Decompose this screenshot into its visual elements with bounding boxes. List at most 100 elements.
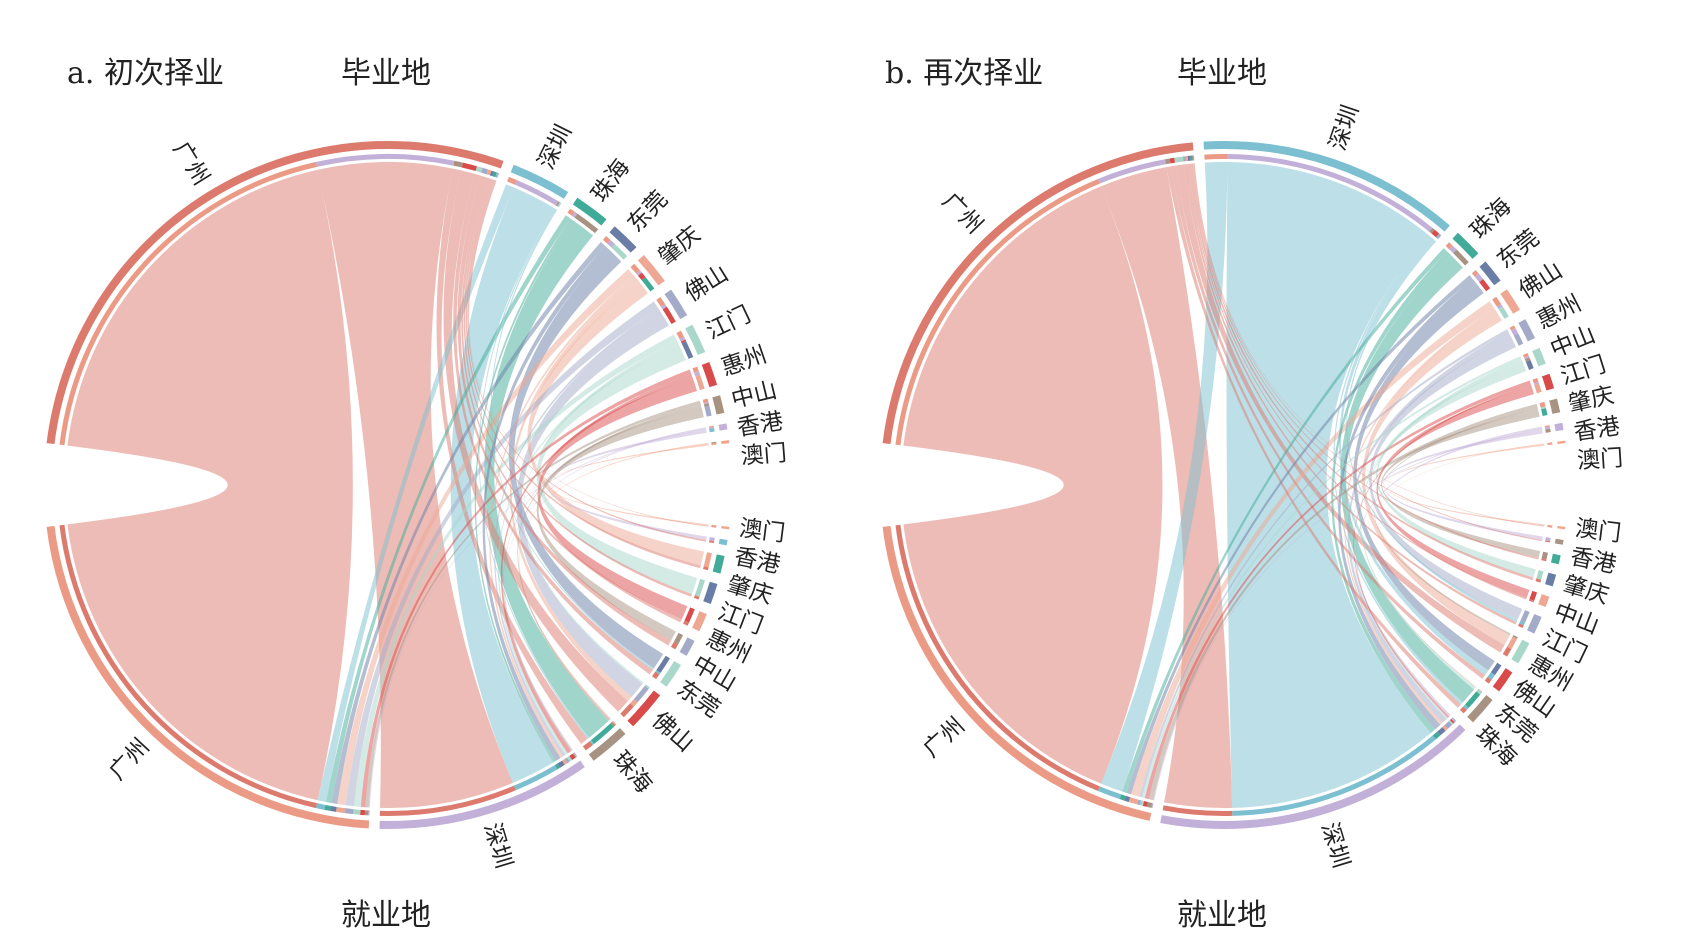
origin-inner-track-惠州-广州 (692, 366, 699, 373)
destination-inner-track-珠海-深圳 (589, 740, 595, 746)
destination-inner-track-深圳-惠州 (569, 753, 576, 761)
destination-inner-track-东莞-广州 (652, 671, 660, 680)
destination-inner-track-深圳-香港 (573, 752, 578, 758)
origin-inner-track-广州-珠海 (1165, 158, 1171, 165)
ribbon-江门-to-江门 (536, 344, 698, 595)
origin-inner-track-香港-香港 (1545, 428, 1551, 433)
origin-sector-珠海 (1452, 232, 1479, 259)
ribbon-肇庆-to-肇庆 (527, 282, 705, 566)
destination-inner-track-珠海-深圳 (1463, 704, 1469, 710)
destination-inner-track-深圳-东莞 (1437, 727, 1446, 736)
origin-label: 珠海 (1466, 194, 1517, 245)
destination-label: 广州 (919, 713, 971, 763)
origin-sector-佛山 (1500, 289, 1521, 314)
origin-inner-track-珠海-深圳 (1449, 245, 1457, 254)
destination-sector-广州 (46, 525, 370, 829)
destination-inner-track-珠海-广州 (1459, 706, 1467, 714)
destination-inner-track-肇庆-肇庆 (703, 552, 712, 568)
destination-label: 广州 (104, 734, 154, 785)
origin-label: 深圳 (1325, 102, 1364, 154)
origin-label: 中山 (729, 377, 780, 413)
origin-inner-track-惠州-深圳 (1510, 327, 1519, 336)
destination-inner-track-香港-广州 (1545, 540, 1551, 543)
destination-sector-肇庆 (712, 554, 725, 574)
ribbon-肇庆-to-肇庆 (1381, 409, 1541, 558)
origin-inner-track-中山-中山 (704, 405, 712, 417)
destination-inner-track-肇庆-肇庆 (1541, 551, 1548, 560)
ribbon-东莞-to-深圳 (1338, 278, 1477, 730)
origin-inner-track-香港-深圳 (1544, 426, 1551, 430)
destination-sector-惠州 (692, 611, 707, 632)
origin-inner-track-澳门-澳门 (1547, 442, 1553, 446)
ribbon-广州-to-深圳 (317, 162, 513, 808)
destination-inner-track-珠海-中山 (1476, 689, 1483, 695)
ribbon-广州-to-珠海 (436, 168, 588, 744)
origin-inner-track-香港-香港 (709, 428, 715, 433)
destination-inner-track-深圳-广州 (1162, 805, 1233, 816)
origin-inner-track-广州-肇庆 (492, 171, 497, 178)
ribbon-深圳-to-东莞 (1339, 235, 1489, 676)
destination-inner-track-东莞-深圳 (655, 670, 661, 675)
destination-inner-track-珠海-澳门 (1478, 688, 1483, 693)
destination-inner-track-深圳-珠海 (554, 763, 560, 770)
destination-sector-中山 (1545, 572, 1557, 587)
origin-label: 香港 (1572, 414, 1621, 446)
origin-inner-track-广州-惠州 (1182, 156, 1187, 162)
destination-inner-track-广州-香港 (1151, 803, 1154, 809)
ribbon-佛山-to-佛山 (1362, 310, 1510, 646)
destination-sector-东莞 (660, 660, 682, 687)
destination-inner-track-惠州-广州 (1518, 623, 1524, 629)
origin-inner-track-广州-澳门 (1193, 155, 1195, 161)
destination-inner-track-珠海-珠海 (1465, 691, 1481, 708)
destination-inner-track-深圳-珠海 (1432, 731, 1441, 740)
origin-inner-track-江门-深圳 (1533, 381, 1540, 386)
ribbon-澳门-to-澳门 (1384, 443, 1545, 527)
origin-inner-track-珠海-深圳 (572, 211, 578, 218)
origin-inner-track-佛山-广州 (1492, 296, 1502, 307)
destination-inner-track-中山-广州 (670, 641, 679, 650)
origin-inner-track-广州-珠海 (453, 160, 463, 168)
destination-sector-佛山 (627, 690, 661, 727)
origin-label: 肇庆 (1566, 382, 1617, 418)
destination-inner-track-深圳-香港 (1451, 717, 1457, 723)
destination-inner-track-深圳-江门 (1449, 718, 1455, 724)
destination-inner-track-广州-佛山 (1128, 797, 1139, 805)
origin-inner-track-深圳-东莞 (1431, 229, 1440, 238)
origin-inner-track-广州-中山 (1187, 155, 1191, 161)
ribbon-佛山-to-佛山 (516, 310, 669, 698)
destination-inner-track-深圳-中山 (572, 753, 577, 758)
destination-inner-track-深圳-佛山 (1442, 725, 1448, 731)
ribbon-东莞-to-东莞 (508, 249, 664, 669)
destination-label: 珠海 (607, 746, 657, 798)
origin-inner-track-东莞-深圳 (1474, 273, 1484, 283)
origin-inner-track-肇庆-广州 (630, 263, 640, 274)
origin-inner-track-广州-佛山 (461, 162, 478, 172)
panel-b-title: b. 再次择业 (885, 56, 1043, 91)
destination-inner-track-佛山-佛山 (1507, 636, 1518, 650)
origin-inner-track-澳门-澳门 (711, 442, 717, 446)
destination-inner-track-广州-中山 (1139, 800, 1145, 806)
destination-inner-track-广州-东莞 (1124, 795, 1131, 802)
origin-inner-track-深圳-广州 (507, 176, 517, 185)
destination-inner-track-佛山-肇庆 (630, 699, 638, 707)
destination-inner-track-澳门-澳门 (1547, 524, 1553, 528)
origin-inner-track-广州-香港 (1192, 155, 1194, 161)
origin-inner-track-广州-惠州 (486, 169, 492, 176)
origin-inner-track-香港-广州 (708, 425, 714, 428)
ribbon-珠海-to-珠海 (484, 220, 609, 738)
destination-inner-track-佛山-江门 (644, 684, 650, 689)
origin-inner-track-佛山-深圳 (1496, 303, 1503, 310)
origin-inner-track-肇庆-佛山 (637, 272, 646, 281)
destination-inner-track-佛山-佛山 (633, 685, 649, 703)
destination-inner-track-广州-中山 (364, 810, 369, 816)
destination-label: 澳门 (1574, 515, 1623, 547)
origin-inner-track-中山-广州 (702, 398, 709, 404)
origin-sector-惠州 (701, 361, 718, 388)
ribbon-澳门-to-珠海 (1364, 443, 1545, 688)
chord-panel-a: 广州深圳珠海东莞肇庆佛山江门惠州中山香港澳门澳门香港肇庆江门惠州中山东莞佛山珠海… (46, 121, 788, 871)
origin-sector-肇庆 (1549, 398, 1561, 414)
origin-inner-track-广州-中山 (481, 167, 489, 175)
destination-sector-江门 (1538, 594, 1550, 607)
destination-inner-track-深圳-东莞 (557, 760, 565, 768)
origin-inner-track-江门-江门 (1534, 383, 1542, 394)
